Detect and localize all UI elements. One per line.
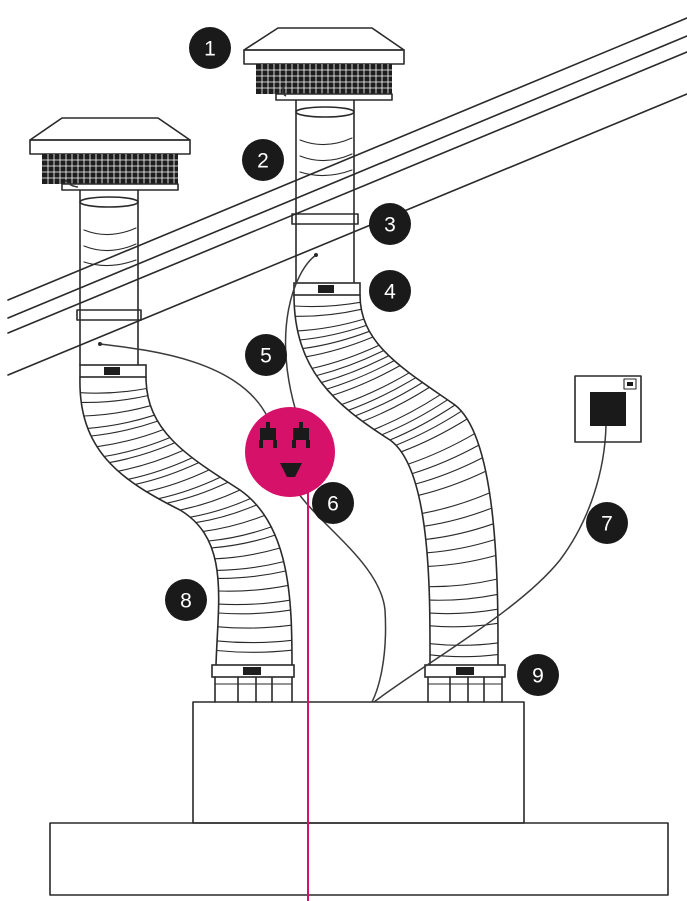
duct-rib bbox=[315, 349, 385, 377]
base-cabinet bbox=[49, 701, 669, 896]
duct-rib bbox=[389, 404, 456, 441]
duct-rib bbox=[145, 469, 210, 493]
duct-rib bbox=[216, 561, 285, 571]
callout-4: 4 bbox=[369, 270, 411, 312]
duct-rib bbox=[418, 470, 487, 496]
duct-rib bbox=[362, 386, 430, 422]
callout-5: 5 bbox=[245, 334, 287, 376]
bottom-clamp-left bbox=[211, 664, 295, 703]
duct-rib bbox=[428, 593, 498, 601]
duct-rib bbox=[429, 608, 499, 615]
duct-rib bbox=[108, 442, 176, 464]
duct-rib bbox=[179, 489, 241, 511]
duct-rib bbox=[127, 457, 193, 480]
duct-rib bbox=[354, 381, 424, 417]
duct-rib bbox=[347, 377, 417, 411]
callout-3-label: 3 bbox=[384, 214, 396, 237]
callout-2: 2 bbox=[242, 139, 284, 181]
duct-rib bbox=[217, 609, 292, 615]
duct-rib bbox=[331, 365, 401, 396]
duct-rib bbox=[157, 476, 221, 500]
duct-rib bbox=[216, 639, 293, 644]
callout-9: 9 bbox=[517, 654, 559, 696]
duct-rib bbox=[423, 507, 493, 527]
duct-rib bbox=[320, 355, 390, 384]
duct-rib bbox=[80, 395, 149, 403]
duct-rib bbox=[202, 514, 266, 532]
callout-6: 6 bbox=[312, 482, 354, 524]
callout-8: 8 bbox=[165, 579, 207, 621]
duct-rib bbox=[87, 414, 155, 429]
duct-rib bbox=[421, 492, 491, 514]
duct-rib bbox=[166, 481, 229, 504]
duct-rib bbox=[425, 523, 494, 540]
duct-rib bbox=[411, 444, 480, 475]
duct-rib bbox=[217, 570, 287, 579]
duct-rib bbox=[429, 622, 499, 628]
duct-rib bbox=[427, 554, 497, 567]
callout-6-label: 6 bbox=[327, 493, 339, 516]
power-plug-icon bbox=[245, 407, 335, 497]
duct-rib bbox=[211, 534, 276, 549]
flexible-duct-left bbox=[79, 376, 293, 666]
duct-rib bbox=[429, 642, 499, 646]
duct-rib bbox=[302, 330, 370, 350]
duct-rib bbox=[195, 504, 258, 524]
roof-ventilator-left bbox=[29, 117, 191, 378]
duct-rib bbox=[216, 649, 293, 653]
duct-rib bbox=[326, 360, 395, 390]
callout-7: 7 bbox=[586, 502, 628, 544]
callout-2-label: 2 bbox=[257, 150, 269, 173]
callout-7-label: 7 bbox=[601, 513, 613, 536]
bottom-clamp-right bbox=[424, 664, 506, 703]
duct-rib bbox=[218, 599, 291, 606]
duct-rib bbox=[426, 539, 496, 554]
duct-rib bbox=[293, 301, 361, 308]
callout-1: 1 bbox=[189, 27, 231, 69]
duct-rib bbox=[297, 318, 365, 332]
duct-rib bbox=[373, 394, 441, 431]
callout-9-label: 9 bbox=[532, 665, 544, 688]
duct-rib bbox=[429, 654, 499, 658]
duct-rib bbox=[381, 399, 449, 436]
duct-rib bbox=[189, 497, 252, 518]
duct-rib bbox=[294, 308, 362, 317]
roof-ventilator-right bbox=[243, 27, 405, 296]
duct-rib bbox=[217, 624, 292, 629]
duct-rib bbox=[415, 457, 484, 485]
duct-rib bbox=[299, 324, 367, 341]
duct-rib bbox=[395, 410, 462, 446]
duct-rib bbox=[96, 429, 164, 448]
wall-switch-icon bbox=[574, 375, 642, 443]
duct-rib bbox=[407, 433, 476, 465]
callout-4-label: 4 bbox=[384, 281, 396, 304]
duct-rib bbox=[341, 372, 410, 406]
duct-rib bbox=[311, 344, 380, 369]
duct-rib bbox=[117, 449, 184, 472]
flexible-duct-right bbox=[293, 294, 499, 666]
duct-rib bbox=[83, 405, 152, 417]
callout-3: 3 bbox=[369, 203, 411, 245]
duct-rib bbox=[103, 437, 171, 458]
duct-rib bbox=[134, 462, 200, 485]
duct-rib bbox=[208, 526, 272, 542]
duct-rib bbox=[428, 578, 498, 588]
duct-rib bbox=[90, 420, 159, 437]
roof-structure bbox=[7, 17, 687, 376]
duct-rib bbox=[79, 387, 148, 394]
callout-5-label: 5 bbox=[260, 345, 272, 368]
duct-rib bbox=[400, 418, 468, 453]
duct-rib bbox=[214, 547, 281, 560]
callout-8-label: 8 bbox=[180, 590, 192, 613]
callout-1-label: 1 bbox=[204, 38, 216, 61]
duct-rib bbox=[305, 336, 374, 358]
duct-rib bbox=[218, 584, 289, 592]
